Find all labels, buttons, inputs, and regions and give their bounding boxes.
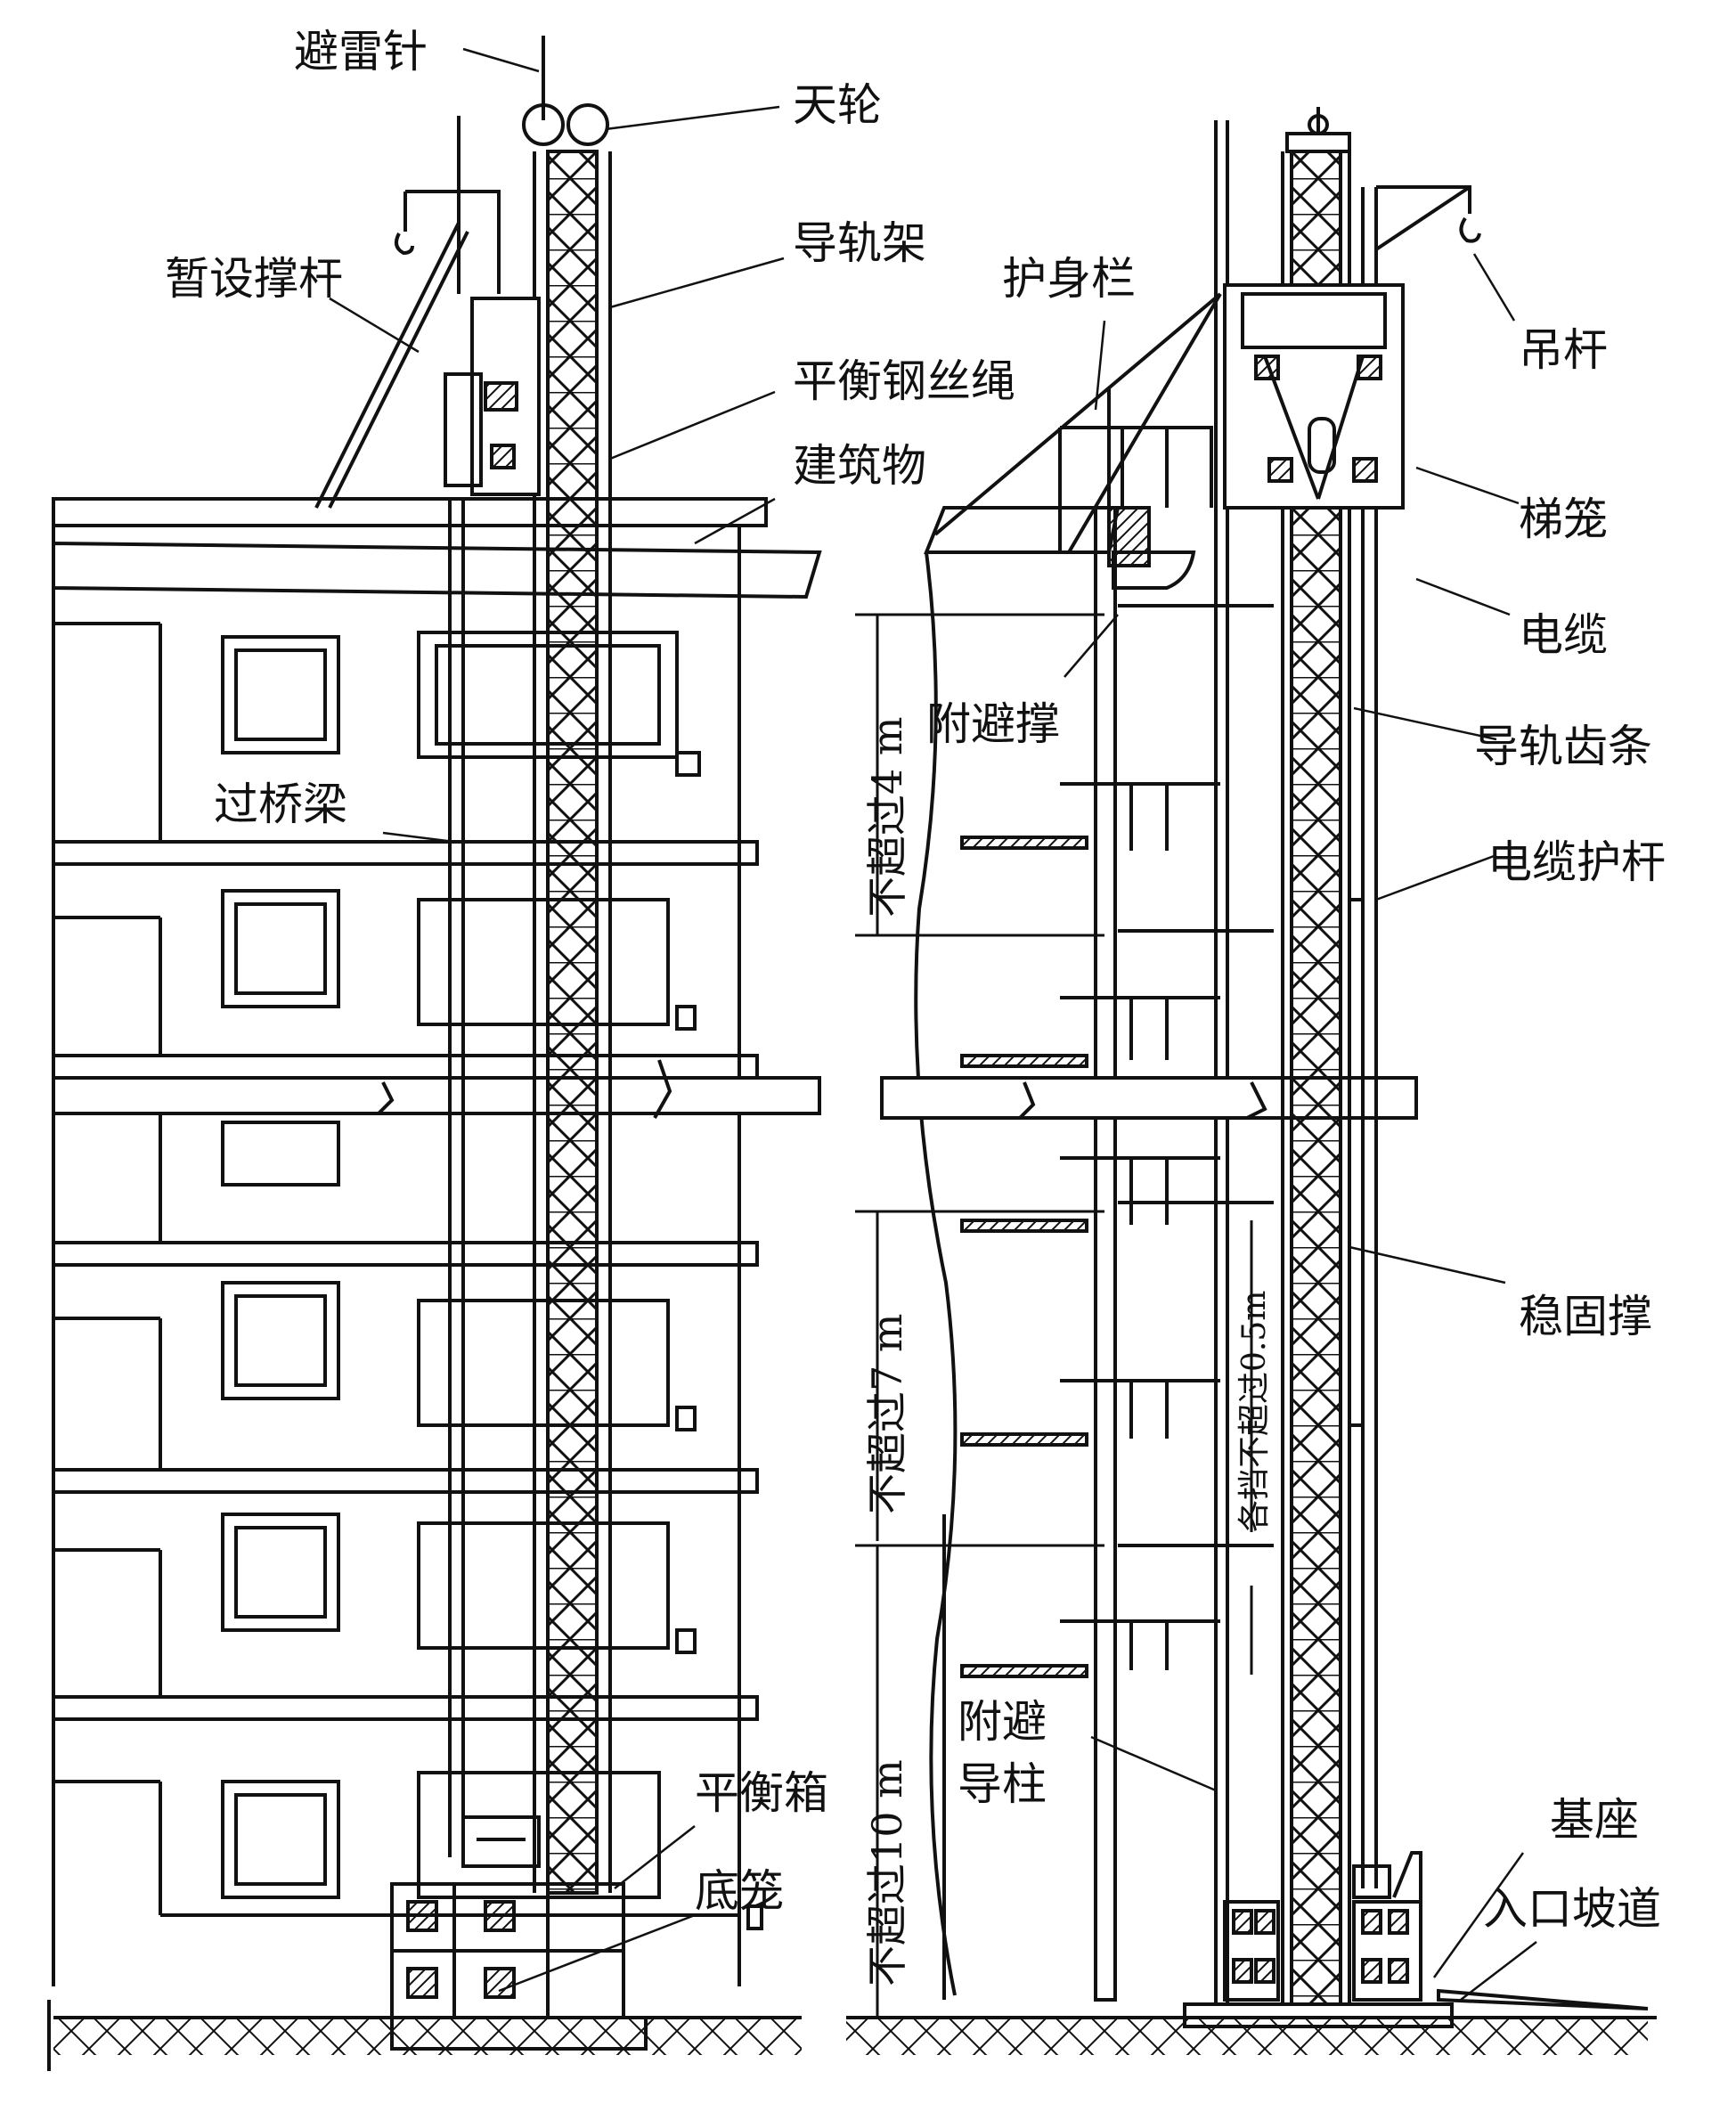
label-building: 建筑物 bbox=[793, 440, 926, 492]
dim-label-0-5m: 各挡不超过0.5m bbox=[1236, 1291, 1273, 1532]
label-cable: 电缆 bbox=[1519, 609, 1608, 661]
label-guardrail: 护身栏 bbox=[1002, 253, 1136, 305]
left-building bbox=[52, 497, 822, 1986]
leader-lines bbox=[329, 47, 1537, 2001]
label-base: 基座 bbox=[1550, 1794, 1639, 1846]
label-entry-ramp: 入口坡道 bbox=[1483, 1883, 1661, 1935]
label-guide-rack: 导轨齿条 bbox=[1474, 721, 1652, 772]
labels: 避雷针 天轮 暂设撑杆 导轨架 平衡钢丝绳 建筑物 过桥梁 平衡箱 底笼 护身栏… bbox=[165, 26, 1666, 1986]
label-cage: 梯笼 bbox=[1519, 493, 1608, 545]
label-lightning-rod: 避雷针 bbox=[294, 26, 428, 77]
label-bottom-cage: 底笼 bbox=[695, 1865, 784, 1917]
right-ground bbox=[846, 2016, 1657, 2055]
label-balance-rope: 平衡钢丝绳 bbox=[793, 355, 1015, 407]
dim-label-7m: 不超过7 m bbox=[863, 1313, 911, 1514]
label-wall-post-1: 附避 bbox=[958, 1696, 1047, 1748]
label-boom: 吊杆 bbox=[1519, 324, 1608, 376]
label-stabilizer: 稳固撑 bbox=[1519, 1291, 1652, 1342]
label-wall-post-2: 导柱 bbox=[958, 1758, 1047, 1810]
label-sky-wheel: 天轮 bbox=[793, 79, 882, 131]
label-guide-frame: 导轨架 bbox=[793, 217, 926, 269]
label-bridge-beam: 过桥梁 bbox=[214, 779, 347, 830]
dim-label-10m: 不超过10 m bbox=[863, 1759, 911, 1986]
left-ground bbox=[47, 2000, 802, 2071]
dimension-lines bbox=[855, 613, 1253, 2018]
right-structure bbox=[880, 107, 1649, 2028]
label-cable-guard: 电缆护杆 bbox=[1487, 836, 1666, 888]
dim-label-4m: 不超过4 m bbox=[863, 716, 911, 917]
left-hoist bbox=[314, 36, 648, 2051]
label-temp-strut: 暂设撑杆 bbox=[165, 253, 343, 305]
label-balance-box: 平衡箱 bbox=[695, 1767, 828, 1819]
label-wall-brace: 附避撑 bbox=[926, 698, 1060, 750]
